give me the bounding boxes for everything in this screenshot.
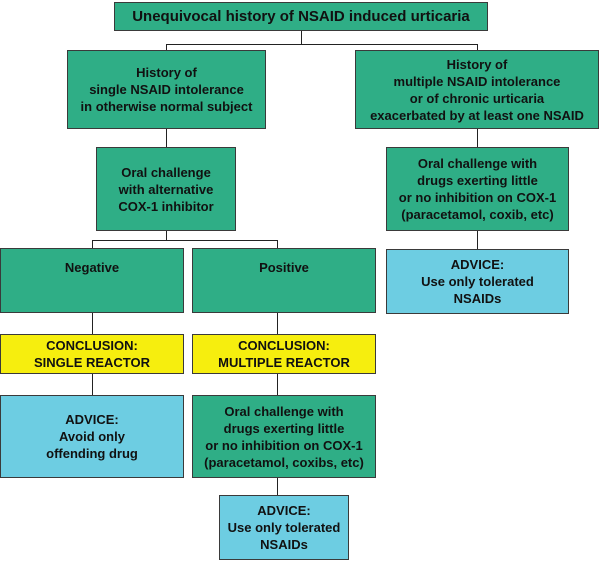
connector-root-down [301, 31, 302, 45]
multiple-reactor-conclusion-node: CONCLUSION: MULTIPLE REACTOR [192, 334, 376, 374]
negative-outcome-node: Negative [0, 248, 184, 313]
bottom-oral-challenge-text: Oral challenge with drugs exerting littl… [204, 403, 364, 470]
connector-positive-to-conclusion [277, 313, 278, 334]
right-oral-challenge-node: Oral challenge with drugs exerting littl… [386, 147, 569, 231]
single-intolerance-history-node: History of single NSAID intolerance in o… [67, 50, 266, 129]
connector-outcome-branch [92, 240, 278, 241]
single-intolerance-history-text: History of single NSAID intolerance in o… [80, 65, 253, 114]
root-node-text: Unequivocal history of NSAID induced urt… [132, 8, 470, 25]
right-advice-text: ADVICE: Use only tolerated NSAIDs [421, 257, 534, 306]
bottom-advice-node: ADVICE: Use only tolerated NSAIDs [219, 495, 349, 560]
avoid-offending-drug-advice-text: ADVICE: Avoid only offending drug [46, 412, 138, 461]
bottom-advice-text: ADVICE: Use only tolerated NSAIDs [227, 503, 341, 552]
root-node: Unequivocal history of NSAID induced urt… [114, 2, 488, 31]
alternative-cox1-challenge-text: Oral challenge with alternative COX-1 in… [118, 164, 214, 214]
right-oral-challenge-text: Oral challenge with drugs exerting littl… [398, 156, 557, 222]
connector-root-branch [166, 44, 478, 45]
connector-multiple-to-challenge [477, 129, 478, 147]
connector-multiple-conclusion-to-challenge [277, 374, 278, 395]
multiple-intolerance-history-text: History of multiple NSAID intolerance or… [370, 56, 584, 123]
connector-to-multiple-history [477, 44, 478, 50]
multiple-reactor-conclusion-text: CONCLUSION: MULTIPLE REACTOR [218, 338, 350, 370]
positive-outcome-node: Positive [192, 248, 376, 313]
connector-single-to-challenge [166, 129, 167, 147]
connector-bottom-challenge-to-advice [277, 478, 278, 495]
connector-to-negative [92, 240, 93, 248]
right-advice-node: ADVICE: Use only tolerated NSAIDs [386, 249, 569, 314]
positive-outcome-text: Positive [259, 260, 309, 275]
connector-negative-to-conclusion [92, 313, 93, 334]
negative-outcome-text: Negative [64, 260, 120, 275]
single-reactor-conclusion-node: CONCLUSION: SINGLE REACTOR [0, 334, 184, 374]
avoid-offending-drug-advice-node: ADVICE: Avoid only offending drug [0, 395, 184, 478]
alternative-cox1-challenge-node: Oral challenge with alternative COX-1 in… [96, 147, 236, 231]
single-reactor-conclusion-text: CONCLUSION: SINGLE REACTOR [33, 338, 151, 370]
bottom-oral-challenge-node: Oral challenge with drugs exerting littl… [192, 395, 376, 478]
connector-right-challenge-to-advice [477, 231, 478, 249]
connector-to-positive [277, 240, 278, 248]
connector-single-conclusion-to-advice [92, 374, 93, 395]
connector-challenge-down [166, 231, 167, 241]
multiple-intolerance-history-node: History of multiple NSAID intolerance or… [355, 50, 599, 129]
connector-to-single-history [166, 44, 167, 50]
